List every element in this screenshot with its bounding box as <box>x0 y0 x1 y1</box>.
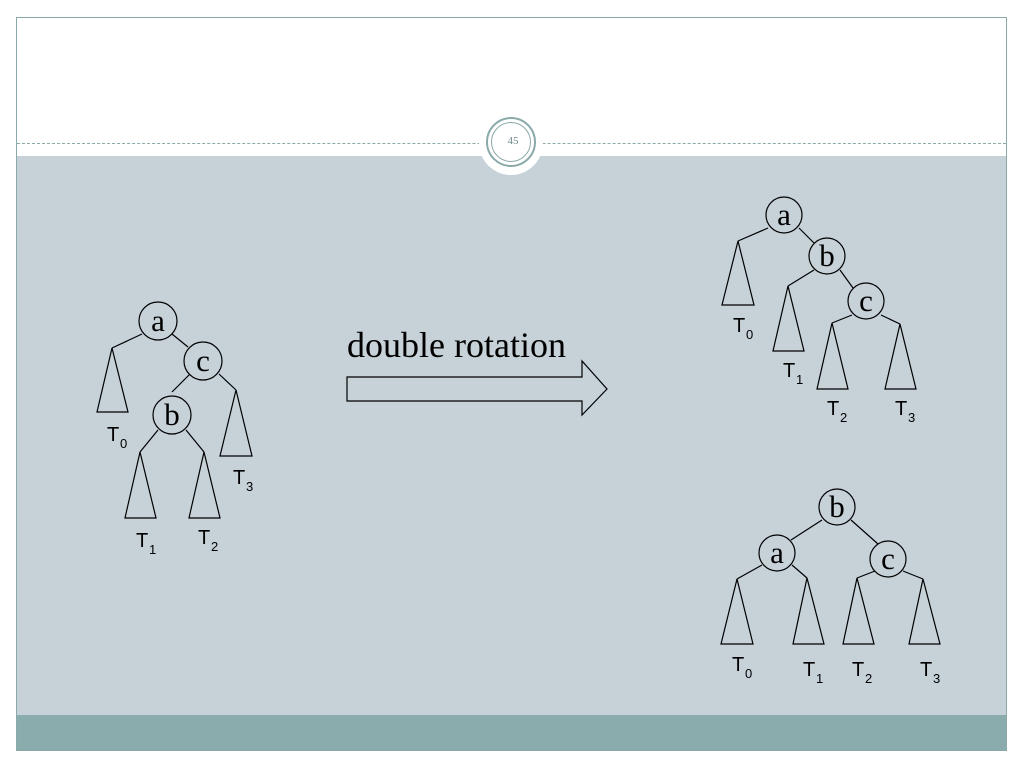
node-c-circle <box>869 540 907 578</box>
slide-number-badge: 45 <box>486 117 536 167</box>
double-rotation-arrow <box>346 359 608 417</box>
edge-c-t3 <box>218 373 237 391</box>
slide-frame <box>16 17 1007 751</box>
subtree-t3-letter: T <box>233 467 245 489</box>
subtree-t1-letter: T <box>783 360 795 382</box>
node-a-label: a <box>777 197 791 232</box>
subtree-t0-letter: T <box>732 654 744 676</box>
node-c-circle <box>847 282 885 320</box>
subtree-t2-triangle <box>188 451 221 519</box>
node-a-label: a <box>151 303 165 338</box>
edge-b-t2 <box>185 429 205 453</box>
intermediate-tree <box>721 196 917 390</box>
edge-a-c <box>171 333 189 348</box>
subtree-t2-index: 2 <box>865 671 872 686</box>
subtree-t3-triangle <box>884 323 917 390</box>
node-c-label: c <box>881 541 895 576</box>
subtree-t3-triangle <box>219 389 253 457</box>
edge-b-c <box>850 519 879 545</box>
subtree-t0-index: 0 <box>120 436 127 451</box>
slide-number-inner-ring <box>491 122 531 162</box>
subtree-t2-triangle <box>842 577 875 645</box>
edge-c-b <box>171 373 191 393</box>
subtree-t2-letter: T <box>198 527 210 549</box>
edge-a-t0 <box>736 564 763 580</box>
node-b-label: b <box>829 489 845 524</box>
subtree-t2-letter: T <box>827 398 839 420</box>
subtree-t3-index: 3 <box>246 479 253 494</box>
subtree-t3-index: 3 <box>933 671 940 686</box>
subtree-t0-index: 0 <box>745 666 752 681</box>
edge-b-t1 <box>787 269 815 287</box>
edge-a-t1 <box>791 564 808 579</box>
subtree-t1-index: 1 <box>149 542 156 557</box>
subtree-t0-triangle <box>721 240 755 306</box>
node-b-circle <box>808 237 846 275</box>
node-b-label: b <box>819 238 835 273</box>
node-a-label: a <box>770 535 784 570</box>
subtree-t1-letter: T <box>803 659 815 681</box>
subtree-t0-letter: T <box>107 424 119 446</box>
node-a-circle <box>758 534 796 572</box>
subtree-t1-triangle <box>772 285 805 352</box>
subtree-t3-triangle <box>908 578 941 645</box>
subtree-t1-triangle <box>124 451 157 519</box>
node-b-circle <box>818 488 856 526</box>
subtree-t2-triangle <box>816 322 849 390</box>
node-c-label: c <box>196 343 210 378</box>
footer-bar <box>17 715 1006 750</box>
result-tree <box>720 488 941 645</box>
subtree-t2-index: 2 <box>211 539 218 554</box>
subtree-t3-index: 3 <box>908 410 915 425</box>
edge-a-t0 <box>737 227 769 242</box>
subtree-t1-triangle <box>792 577 825 645</box>
subtree-t3-letter: T <box>895 398 907 420</box>
node-c-circle <box>183 341 223 381</box>
subtree-t0-index: 0 <box>746 327 753 342</box>
node-a-circle <box>138 301 178 341</box>
edge-c-t2 <box>831 314 853 324</box>
node-b-circle <box>152 395 192 435</box>
node-c-label: c <box>859 283 873 318</box>
caption-double-rotation: double rotation <box>347 325 566 365</box>
subtree-t2-letter: T <box>852 659 864 681</box>
subtree-t2-index: 2 <box>840 410 847 425</box>
subtree-t1-index: 1 <box>796 372 803 387</box>
node-b-label: b <box>164 397 180 432</box>
slide-number: 45 <box>507 135 519 147</box>
edge-b-a <box>790 519 823 541</box>
content-area <box>17 156 1006 715</box>
subtree-t1-index: 1 <box>816 671 823 686</box>
subtree-t0-triangle <box>720 578 754 645</box>
edge-c-t3 <box>880 314 901 325</box>
edge-c-t3 <box>902 570 924 580</box>
edge-a-b <box>798 227 815 244</box>
edge-c-t2 <box>856 570 876 579</box>
edge-a-t0 <box>111 333 143 349</box>
before-tree <box>96 301 253 519</box>
edge-b-c <box>839 269 854 289</box>
subtree-t0-letter: T <box>733 315 745 337</box>
subtree-t3-letter: T <box>920 659 932 681</box>
subtree-t0-triangle <box>96 347 129 413</box>
edge-b-t1 <box>139 429 159 453</box>
node-a-circle <box>765 196 803 234</box>
subtree-t1-letter: T <box>136 530 148 552</box>
